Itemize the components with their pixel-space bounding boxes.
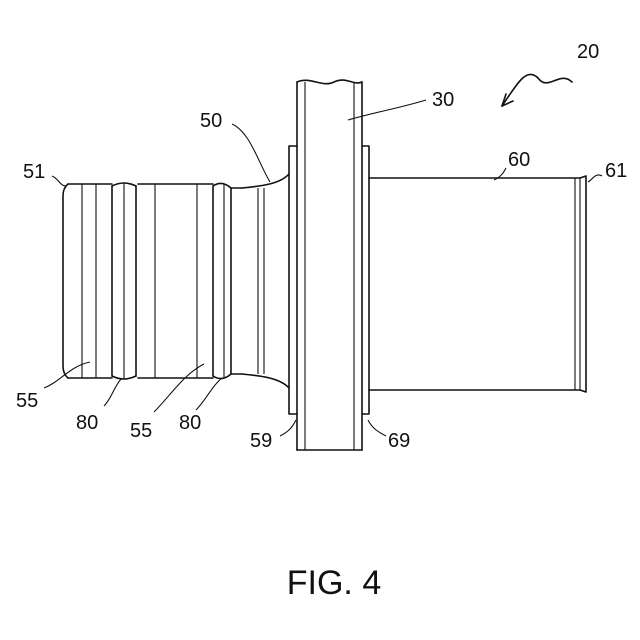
label-80-left: 80 [76, 412, 98, 434]
label-55-left: 55 [16, 390, 38, 412]
label-20: 20 [577, 41, 599, 63]
inlet-fitting [63, 174, 289, 388]
inlet-flange [289, 146, 297, 414]
label-61: 61 [605, 160, 627, 182]
label-80-right: 80 [179, 412, 201, 434]
label-60: 60 [508, 149, 530, 171]
outlet-tube [369, 176, 586, 392]
outlet-flange [362, 146, 369, 414]
label-51: 51 [23, 161, 45, 183]
figure-caption: FIG. 4 [287, 564, 381, 602]
wall-plate [297, 80, 362, 450]
label-30: 30 [432, 89, 454, 111]
leader-lines [44, 74, 602, 436]
label-50: 50 [200, 110, 222, 132]
label-69: 69 [388, 430, 410, 452]
label-55-right: 55 [130, 420, 152, 442]
label-59: 59 [250, 430, 272, 452]
